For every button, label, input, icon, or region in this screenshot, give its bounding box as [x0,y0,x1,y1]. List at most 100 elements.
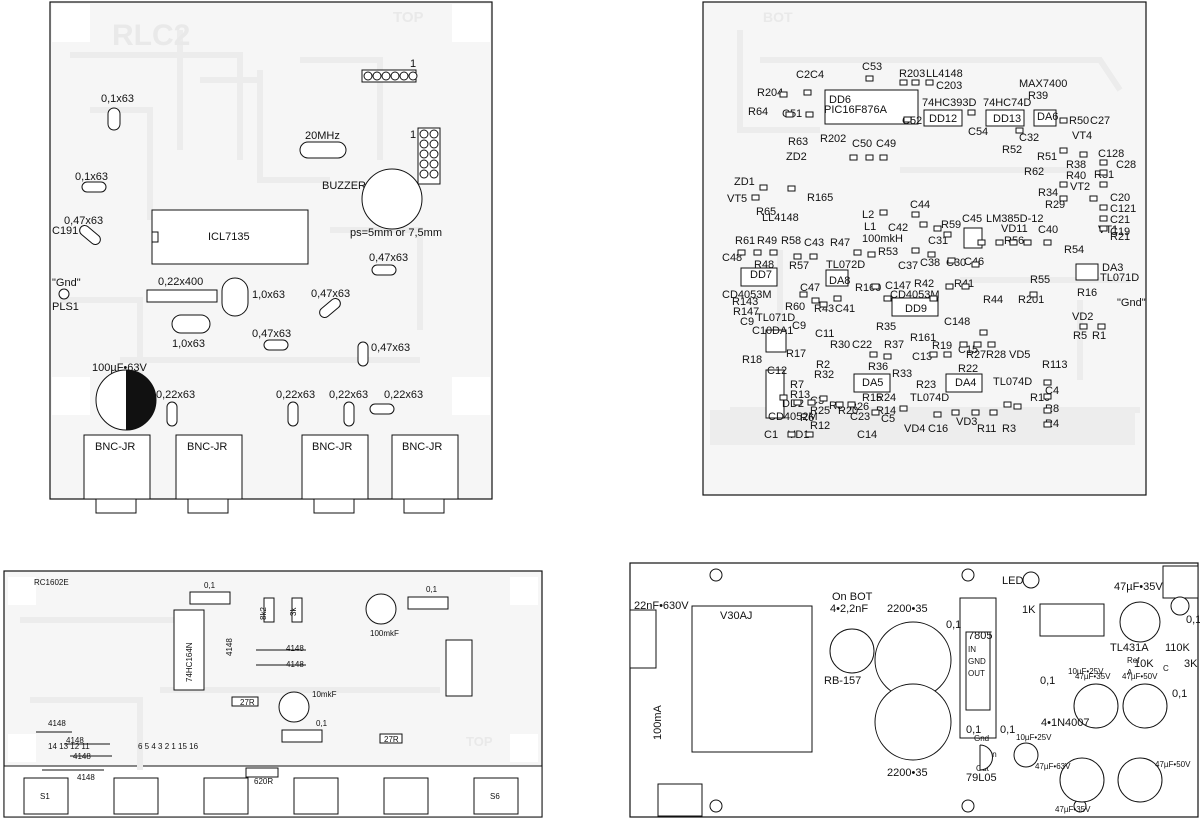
smd-pad [869,351,878,358]
component-label: C9 [740,316,754,328]
smd-pad [1043,421,1052,428]
smd-pad [933,411,942,418]
component-label: C1 [764,429,778,441]
lbl: 47µF•50V [1155,760,1191,769]
lbl: 47µF•63V [1035,762,1071,771]
button-pads [23,777,519,815]
smd-pad [1059,181,1068,188]
lbl: BNC-JR [312,441,352,453]
component-label: VT4 [1072,130,1092,142]
component-label: R47 [830,237,850,249]
component-label: DA5 [862,377,883,389]
lbl: BNC-JR [187,441,227,453]
lbl: 4148 [286,644,304,653]
component-label: VD3 [956,416,977,428]
lbl: 10µF•25V [1068,667,1104,676]
component-label: C27 [1090,115,1110,127]
smd-pad [1099,169,1108,176]
ic-dd6 [824,89,919,125]
component-label: R30 [830,339,850,351]
lbl: 0,1 [1186,614,1200,626]
component-label: R25 [810,405,830,417]
component-label: MAX7400 [1019,78,1067,90]
lbl: 0,47x63 [252,328,291,340]
lbl: S6 [490,792,500,801]
smd-pad [1043,393,1052,400]
smd-pad [1059,147,1068,154]
component-label: R161 [910,332,936,344]
component-label: VD11 [1001,223,1028,235]
component-label: R42 [914,278,934,290]
component-label: DA3 [1102,262,1123,274]
component-label: C10 [752,325,772,337]
ic-dd2 [765,369,785,419]
smd-pad [779,394,788,401]
bnc-connector [83,434,151,514]
lbl: C191 [52,225,78,237]
smd-pad [929,295,938,302]
lbl: 4148 [225,638,234,656]
smd-pad [1059,195,1068,202]
smd-pad [903,116,912,123]
smd-pad [951,409,960,416]
component-label: C121 [1110,203,1136,215]
component-label: R113 [1042,359,1067,371]
component-label: C28 [1116,159,1136,171]
component-label: R60 [785,301,805,313]
component-label: R27 [966,349,986,361]
lbl: 10µF•25V [1016,733,1052,742]
smd-pad [865,75,874,82]
smd-pad [1023,239,1032,246]
lbl: 20MHz [305,130,340,142]
component-label: VT2 [1070,181,1090,193]
component-label: C11 [815,328,834,340]
component-label: C4 [810,69,824,81]
component-label: TL071D [756,312,795,324]
component-label: C32 [1019,132,1039,144]
component-label: 100mkH [862,233,903,245]
smd-pad [911,247,920,254]
component-label: R53 [878,246,898,258]
lbl: V30AJ [720,610,752,622]
lbl: RB-157 [824,675,861,687]
smd-pad [737,249,746,256]
component-label: C13 [912,351,932,363]
smd-pad [785,111,794,118]
transformer [691,605,813,753]
lbl: 0,1 [426,585,438,594]
lbl: 27R [384,735,399,744]
lbl: 47µF•35V [1075,672,1111,681]
component-label: C37 [898,260,918,272]
component-label: 74HC393D [922,97,976,109]
component-label: DA6 [1037,111,1058,123]
lbl: "Gnd" [52,277,81,289]
component-label: R58 [781,235,801,247]
component-label: R57 [789,260,809,272]
component-label: C20 [1110,192,1130,204]
smd-pad [753,249,762,256]
component-label: C21 [1110,214,1130,226]
component-label: "Gnd" [1117,297,1146,309]
component-label: C148 [944,316,970,328]
smd-pad [1089,195,1098,202]
smd-pad [871,409,880,416]
lbl: 2200•35 [887,603,928,615]
component-label: C128 [1098,148,1124,160]
lbl: 2200•35 [887,767,928,779]
smd-pad [819,395,828,402]
component-label: DD7 [750,269,772,281]
component-label: R143 [732,296,758,308]
component-label: R3 [1002,423,1016,435]
component-label: C5 [881,413,895,425]
component-label: CD4052M [768,411,818,423]
component-label: R54 [1064,244,1084,256]
smd-pad [787,431,796,438]
board-side: TOP [393,9,424,26]
lbl: 6 5 4 3 2 1 15 16 [138,742,199,751]
lbl: 0,22x63 [156,389,195,401]
component-label: R20 [838,405,858,417]
lbl: Ref [1127,656,1140,665]
component-label: R48 [754,259,774,271]
component-label: VD2 [1072,311,1093,323]
